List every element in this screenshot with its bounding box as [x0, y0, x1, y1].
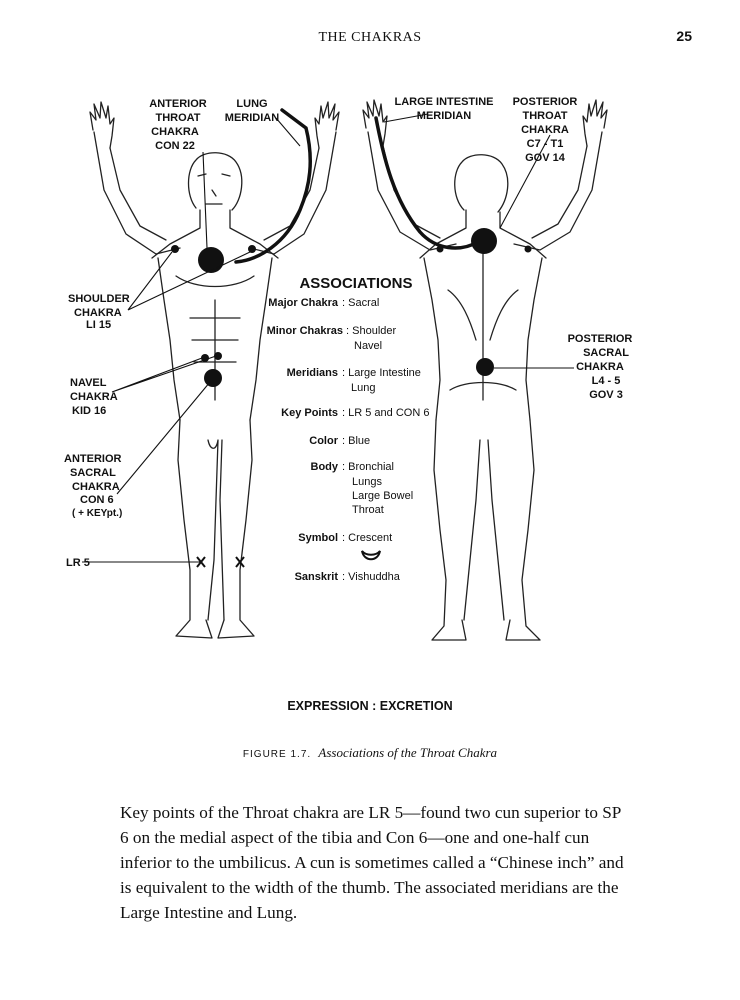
svg-text:ANTERIOR: ANTERIOR [149, 98, 207, 110]
assoc-row-minor-chakras: Minor Chakras : Shoulder Navel [267, 325, 397, 352]
svg-text:: LR 5 and CON 6: : LR 5 and CON 6 [342, 407, 429, 419]
svg-text:THROAT: THROAT [155, 112, 200, 124]
label-anterior-throat: ANTERIOR THROAT CHAKRA CON 22 [149, 98, 207, 152]
svg-text:LARGE INTESTINE: LARGE INTESTINE [394, 96, 493, 108]
associations-panel: ASSOCIATIONS Major Chakra : Sacral Minor… [267, 275, 430, 583]
svg-text:SHOULDER: SHOULDER [68, 293, 130, 305]
svg-text:POSTERIOR: POSTERIOR [513, 96, 578, 108]
throat-chakra-figure: ANTERIOR THROAT CHAKRA CON 22 LUNG MERID… [64, 96, 633, 641]
svg-text:POSTERIOR: POSTERIOR [568, 333, 633, 345]
svg-text:MERIDIAN: MERIDIAN [225, 112, 279, 124]
svg-text:KID 16: KID 16 [72, 405, 106, 417]
label-lung-meridian: LUNG MERIDIAN [225, 98, 279, 124]
assoc-row-color: Color : Blue [309, 435, 370, 447]
assoc-row-key-points: Key Points : LR 5 and CON 6 [281, 407, 429, 419]
svg-text:Key Points: Key Points [281, 407, 338, 419]
leader-lines [82, 113, 574, 563]
posterior-throat-chakra-dot [471, 228, 497, 254]
posterior-shoulder-dot-right [524, 245, 532, 253]
svg-text:Lung: Lung [351, 382, 375, 394]
svg-text:SACRAL: SACRAL [583, 347, 629, 359]
svg-text:CHAKRA: CHAKRA [72, 481, 120, 493]
svg-text:CHAKRA: CHAKRA [151, 126, 199, 138]
svg-text:CHAKRA: CHAKRA [576, 361, 624, 373]
navel-chakra-dot-2 [214, 352, 222, 360]
label-large-intestine-meridian: LARGE INTESTINE MERIDIAN [394, 96, 493, 122]
posterior-sacral-chakra-dot [476, 358, 494, 376]
svg-text:CON 6: CON 6 [80, 494, 114, 506]
svg-text:ANTERIOR: ANTERIOR [64, 453, 122, 465]
crescent-symbol-icon [361, 550, 381, 561]
label-lr5: LR 5 [66, 557, 90, 569]
svg-text:CHAKRA: CHAKRA [521, 124, 569, 136]
anterior-sacral-chakra-dot [204, 369, 222, 387]
lung-meridian-line [234, 108, 312, 264]
label-anterior-sacral: ANTERIOR SACRAL CHAKRA CON 6 ( + KEYpt.) [64, 453, 122, 519]
svg-text:: Bronchial: : Bronchial [342, 461, 394, 473]
svg-text:: Vishuddha: : Vishuddha [342, 571, 401, 583]
shoulder-chakra-dot-right [248, 245, 256, 253]
svg-text:MERIDIAN: MERIDIAN [417, 110, 471, 122]
expression-label: EXPRESSION : EXCRETION [287, 699, 453, 713]
associations-title: ASSOCIATIONS [299, 275, 412, 292]
label-navel-chakra: NAVEL CHAKRA KID 16 [70, 377, 118, 417]
label-shoulder-chakra: SHOULDER CHAKRA LI 15 [68, 293, 130, 331]
svg-text:: Large Intestine: : Large Intestine [342, 367, 421, 379]
assoc-row-major-chakra: Major Chakra : Sacral [268, 297, 379, 309]
svg-text:( + KEYpt.): ( + KEYpt.) [72, 508, 122, 519]
label-posterior-throat: POSTERIOR THROAT CHAKRA C7 - T1 GOV 14 [513, 96, 578, 164]
svg-text:CON 22: CON 22 [155, 140, 195, 152]
svg-text:SACRAL: SACRAL [70, 467, 116, 479]
svg-text:CHAKRA: CHAKRA [70, 391, 118, 403]
assoc-row-sanskrit: Sanskrit : Vishuddha [295, 571, 401, 583]
svg-text:GOV 14: GOV 14 [525, 152, 566, 164]
svg-text:Symbol: Symbol [298, 532, 338, 544]
svg-text:Lungs: Lungs [352, 476, 382, 488]
svg-text:NAVEL: NAVEL [70, 377, 107, 389]
svg-text:Color: Color [309, 435, 338, 447]
svg-text:Sanskrit: Sanskrit [295, 571, 339, 583]
large-intestine-meridian-line [374, 116, 480, 250]
page-number: 25 [676, 28, 692, 44]
caption-text: Associations of the Throat Chakra [318, 745, 498, 760]
posterior-shoulder-dot-left [436, 245, 444, 253]
svg-text:Throat: Throat [352, 504, 384, 516]
caption-label: FIGURE 1.7. [242, 749, 312, 760]
svg-text:Major Chakra: Major Chakra [268, 297, 339, 309]
svg-text:: Sacral: : Sacral [342, 297, 379, 309]
svg-text:Large Bowel: Large Bowel [352, 490, 413, 502]
assoc-row-symbol: Symbol : Crescent [298, 532, 392, 561]
svg-text:Minor Chakras: Minor Chakras [267, 325, 343, 337]
svg-text:Navel: Navel [354, 340, 382, 352]
anterior-throat-chakra-dot [198, 247, 224, 273]
figure-caption: FIGURE 1.7. Associations of the Throat C… [0, 745, 740, 761]
svg-text:: Shoulder: : Shoulder [346, 325, 396, 337]
running-head: THE CHAKRAS [318, 30, 422, 45]
svg-text:LI 15: LI 15 [86, 319, 111, 331]
svg-text:CHAKRA: CHAKRA [74, 307, 122, 319]
assoc-row-meridians: Meridians : Large Intestine Lung [287, 367, 421, 394]
page-header: THE CHAKRAS 25 [0, 28, 740, 50]
shoulder-chakra-dot-left [171, 245, 179, 253]
svg-text:Meridians: Meridians [287, 367, 338, 379]
body-paragraph: Key points of the Throat chakra are LR 5… [120, 803, 624, 922]
svg-text:: Blue: : Blue [342, 435, 370, 447]
svg-text:: Crescent: : Crescent [342, 532, 392, 544]
svg-text:C7 - T1: C7 - T1 [527, 138, 564, 150]
svg-text:L4 - 5: L4 - 5 [592, 375, 621, 387]
svg-text:LUNG: LUNG [236, 98, 267, 110]
label-posterior-sacral: POSTERIOR SACRAL CHAKRA L4 - 5 GOV 3 [568, 333, 633, 401]
assoc-row-body: Body : Bronchial Lungs Large Bowel Throa… [311, 461, 414, 516]
svg-text:Body: Body [311, 461, 339, 473]
svg-text:GOV 3: GOV 3 [589, 389, 623, 401]
lr5-marks [196, 556, 245, 568]
svg-text:THROAT: THROAT [522, 110, 567, 122]
